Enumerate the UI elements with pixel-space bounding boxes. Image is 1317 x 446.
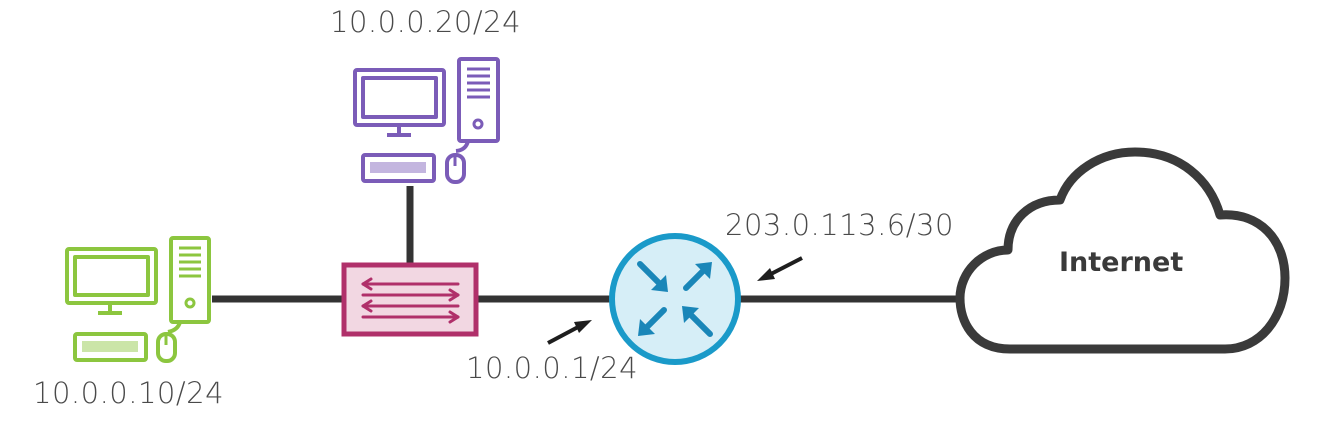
pc-left-ip-label: 10.0.0.10/24 bbox=[33, 376, 225, 410]
desktop-pc-icon bbox=[353, 57, 500, 184]
router-icon bbox=[609, 233, 741, 365]
pc-top-ip-label: 10.0.0.20/24 bbox=[330, 5, 522, 39]
links bbox=[212, 186, 960, 303]
router-lan-ip-label: 10.0.0.1/24 bbox=[466, 351, 639, 385]
pointer-arrow-icon bbox=[547, 320, 592, 345]
cloud-icon bbox=[955, 147, 1290, 354]
desktop-pc-icon bbox=[65, 236, 211, 363]
pointer-arrow-icon bbox=[757, 256, 803, 281]
router-wan-ip-label: 203.0.113.6/30 bbox=[725, 208, 954, 242]
switch-icon bbox=[341, 262, 479, 337]
cloud-label: Internet bbox=[1059, 247, 1184, 278]
